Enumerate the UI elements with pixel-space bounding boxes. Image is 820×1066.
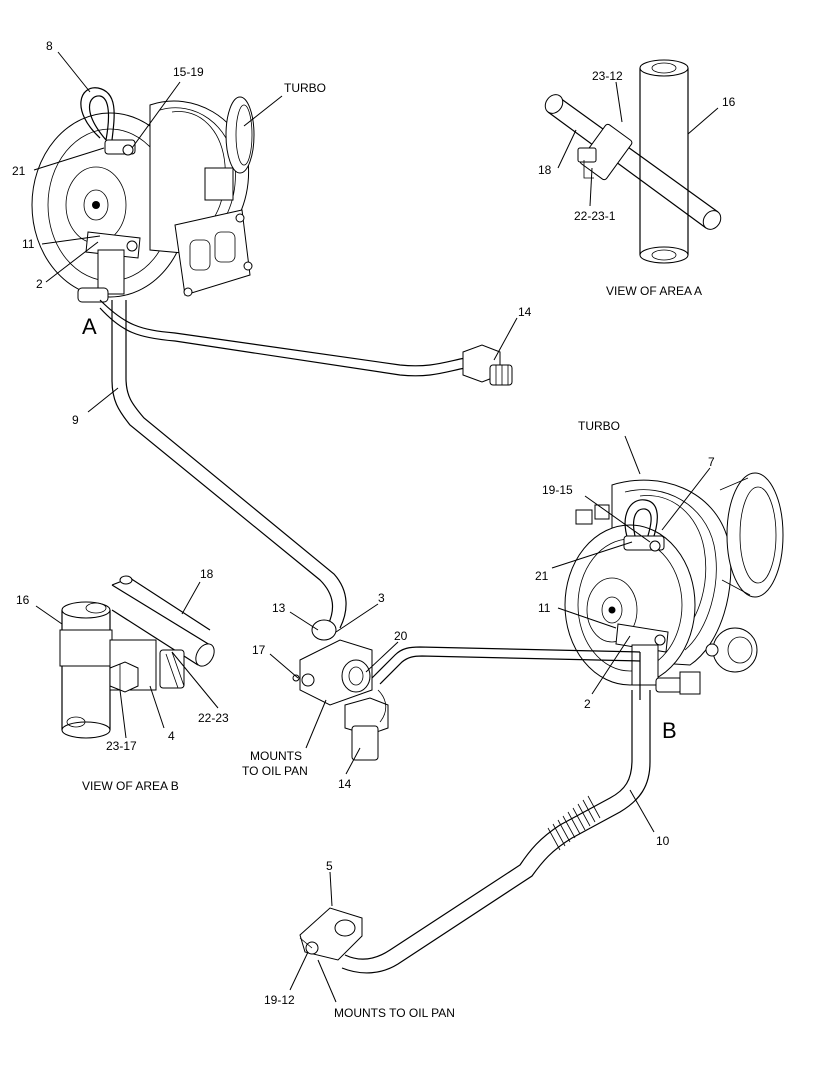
callout-21-top: 21 <box>12 164 26 178</box>
view-area-b <box>59 575 215 739</box>
view-area-a-caption: VIEW OF AREA A <box>606 284 702 298</box>
callout-16-area-a: 16 <box>722 95 736 109</box>
oil-supply-line-top <box>99 299 513 386</box>
callout-2-top: 2 <box>36 277 43 291</box>
mounts-oil-pan-label-1a: MOUNTS <box>250 749 302 763</box>
callout-23-12: 23-12 <box>592 69 623 83</box>
callout-23-17: 23-17 <box>106 739 137 753</box>
callout-10: 10 <box>656 834 670 848</box>
oil-pan-mount-5 <box>299 907 363 961</box>
area-a-letter: A <box>82 314 97 339</box>
callout-9: 9 <box>72 413 79 427</box>
callout-labels: 8 15-19 21 11 2 14 9 23-12 16 18 22-23-1… <box>12 39 736 1007</box>
callout-11-right: 11 <box>538 601 551 615</box>
callout-22-23: 22-23 <box>198 711 229 725</box>
drain-tube-10 <box>341 690 651 974</box>
callout-2-right: 2 <box>584 697 591 711</box>
callout-17: 17 <box>252 643 266 657</box>
callout-5: 5 <box>326 859 333 873</box>
callout-4: 4 <box>168 729 175 743</box>
callout-16-area-b: 16 <box>16 593 30 607</box>
callout-13: 13 <box>272 601 286 615</box>
callout-14-bottom: 14 <box>338 777 352 791</box>
callout-15-19: 15-19 <box>173 65 204 79</box>
oil-pan-fitting-assembly <box>292 619 389 761</box>
callout-19-15: 19-15 <box>542 483 573 497</box>
flex-bellows <box>547 795 601 851</box>
drain-tube-9 <box>111 300 347 629</box>
callout-22-23-1: 22-23-1 <box>574 209 616 223</box>
callout-3: 3 <box>378 591 385 605</box>
turbo-right <box>564 472 784 695</box>
callout-14-top: 14 <box>518 305 532 319</box>
callout-20: 20 <box>394 629 408 643</box>
turbo-label-right: TURBO <box>578 419 620 433</box>
turbo-label-top: TURBO <box>284 81 326 95</box>
turbo-upper-left <box>31 87 255 303</box>
callout-18-area-a: 18 <box>538 163 552 177</box>
caption-labels: TURBO TURBO A B VIEW OF AREA A VIEW OF A… <box>82 81 702 1020</box>
callout-21-right: 21 <box>535 569 549 583</box>
callout-8: 8 <box>46 39 53 53</box>
view-area-a <box>544 59 722 264</box>
callout-18-area-b: 18 <box>200 567 214 581</box>
callout-11-top: 11 <box>22 237 35 251</box>
callout-19-12: 19-12 <box>264 993 295 1007</box>
view-area-b-caption: VIEW OF AREA B <box>82 779 179 793</box>
leader-lines <box>33 51 719 1003</box>
area-b-letter: B <box>662 718 677 743</box>
callout-7: 7 <box>708 455 715 469</box>
oil-supply-line-lower <box>371 646 641 700</box>
mounts-oil-pan-label-1b: TO OIL PAN <box>242 764 308 778</box>
mounts-oil-pan-label-2: MOUNTS TO OIL PAN <box>334 1006 455 1020</box>
